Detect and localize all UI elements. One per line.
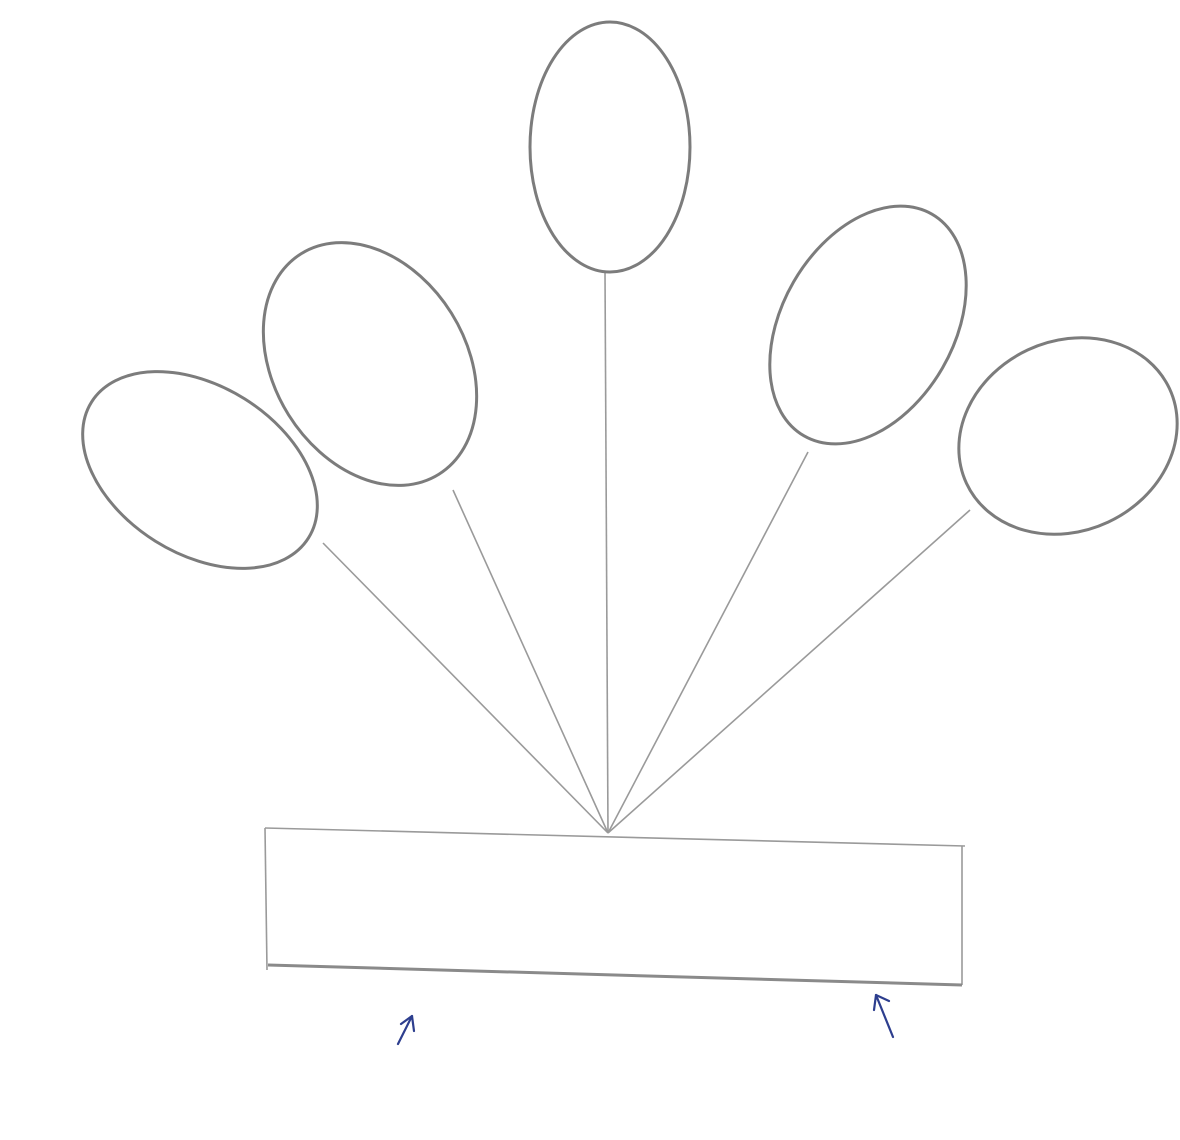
leaf-3 [528, 20, 692, 274]
leaf-3-shape [528, 20, 692, 274]
leaf-2 [261, 241, 479, 487]
leaf-5 [957, 336, 1179, 536]
leaf-1-shape [81, 370, 319, 570]
stem-1 [322, 542, 609, 834]
problem-box [264, 827, 966, 987]
arrow-up-left-icon [396, 1014, 416, 1046]
stem-5 [607, 509, 971, 834]
stem-4 [607, 451, 809, 834]
leaf-1 [81, 370, 319, 570]
leaf-5-shape [957, 336, 1179, 536]
stem-3 [604, 271, 609, 834]
arrow-up-right-icon [872, 993, 895, 1039]
leaf-4-shape [768, 204, 968, 446]
leaf-2-shape [261, 241, 479, 487]
stems [322, 271, 971, 834]
leaf-4 [768, 204, 968, 446]
stem-2 [452, 489, 609, 834]
